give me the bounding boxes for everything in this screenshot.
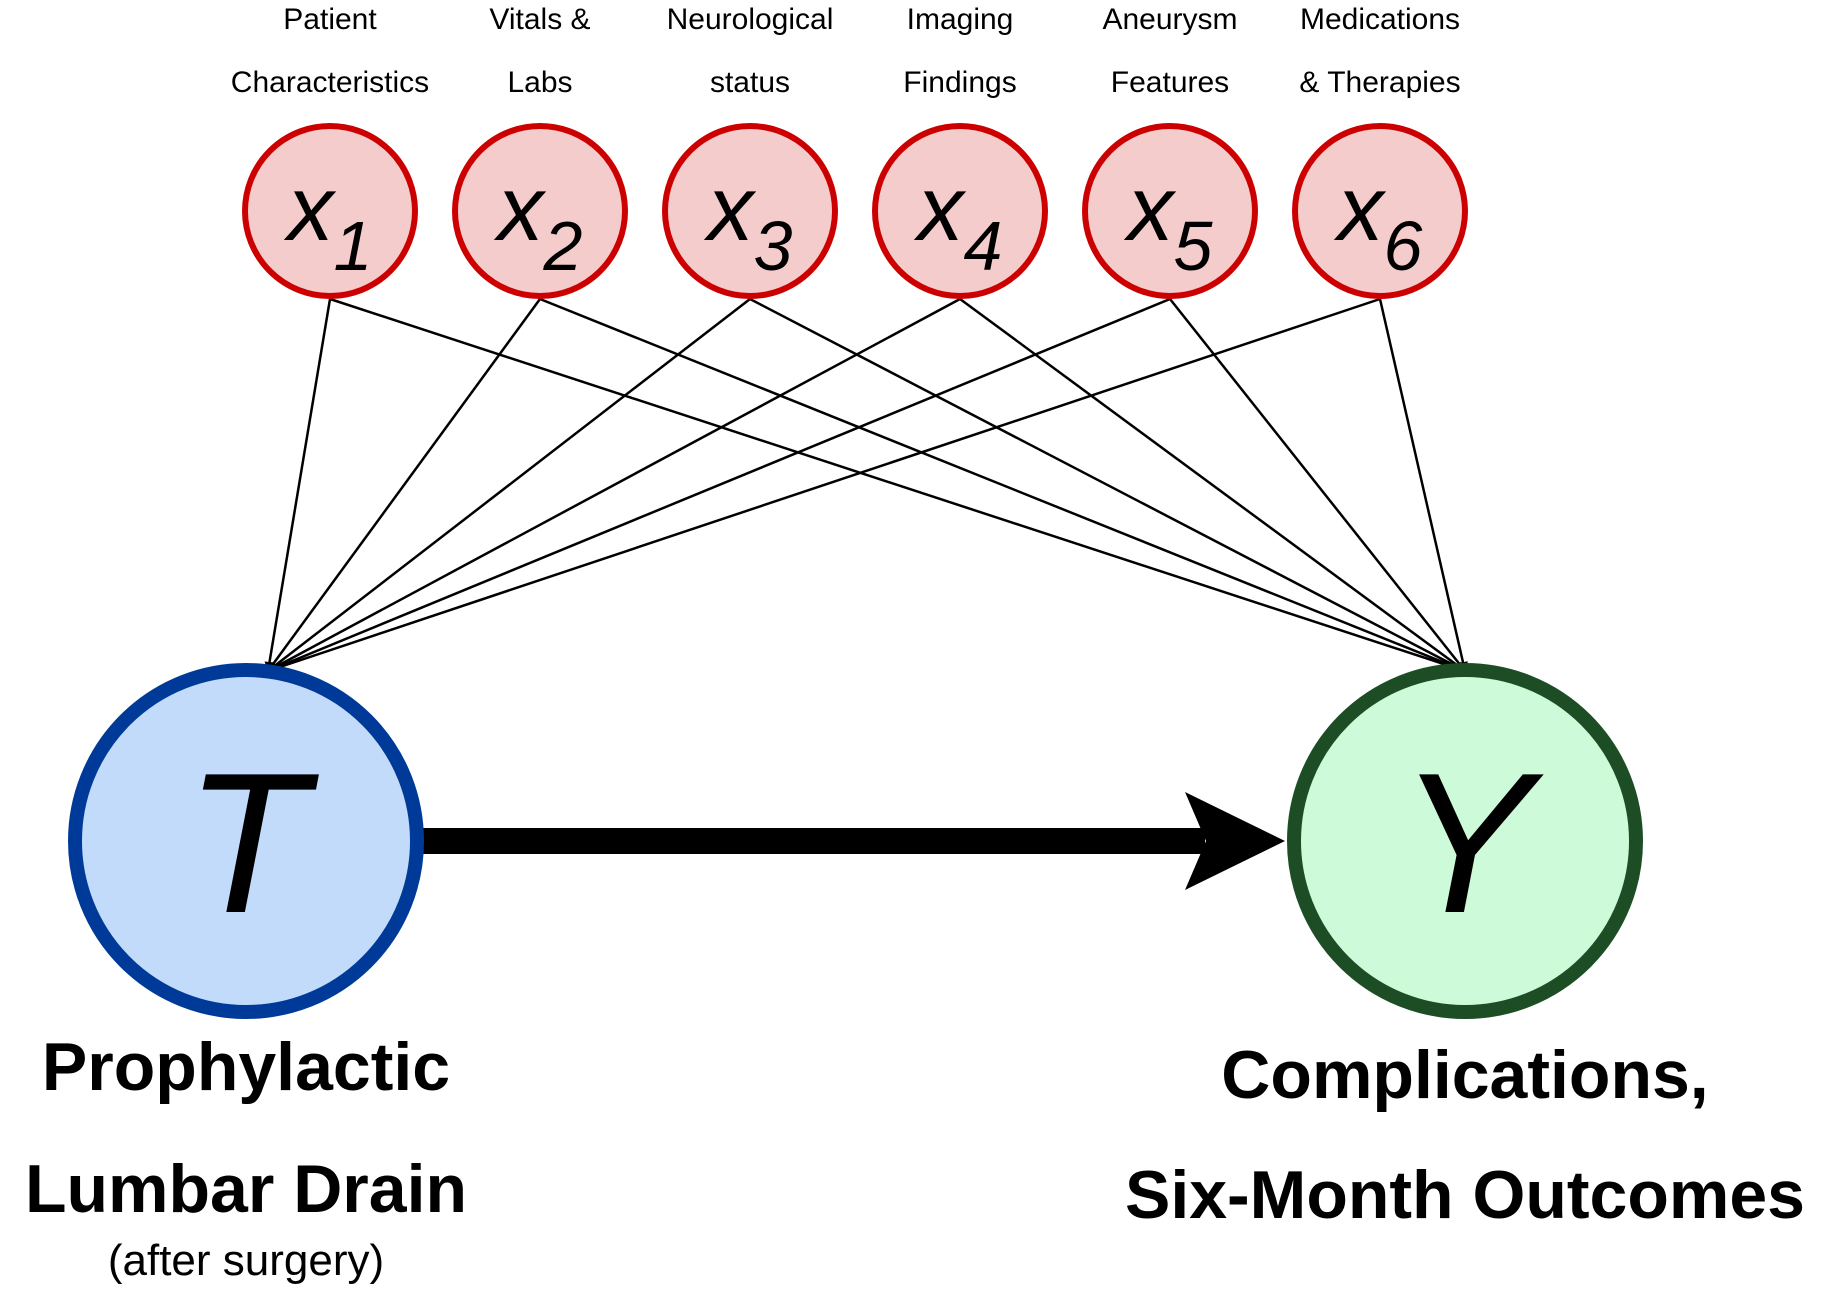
covariate-symbol: x1 bbox=[284, 158, 373, 285]
treatment-node: T Prophylactic Lumbar Drain (after surge… bbox=[25, 663, 467, 1285]
covariate-symbol: x2 bbox=[494, 158, 583, 285]
edge-x2-to-t bbox=[266, 298, 542, 672]
edge-x1-to-t bbox=[264, 298, 332, 672]
covariate-category-line2: Features bbox=[1111, 66, 1229, 99]
outcome-circle bbox=[1287, 663, 1643, 1019]
covariate-category-line1: Patient bbox=[283, 3, 377, 36]
covariate-symbol: x3 bbox=[704, 158, 793, 285]
outcome-label-line1: Complications, bbox=[1221, 1037, 1708, 1113]
covariate-node-x5: Aneurysm Features x5 bbox=[1082, 3, 1258, 299]
covariate-circle bbox=[1082, 123, 1258, 299]
treatment-label-line3: (after surgery) bbox=[108, 1236, 384, 1285]
covariate-circle bbox=[1292, 123, 1468, 299]
edge-x3-to-y bbox=[749, 297, 1466, 673]
covariate-category-line2: Findings bbox=[903, 66, 1016, 99]
covariate-circle bbox=[662, 123, 838, 299]
covariate-category-line1: Medications bbox=[1300, 3, 1460, 36]
edge-x3-to-t bbox=[267, 298, 751, 672]
covariate-edges bbox=[264, 297, 1468, 673]
covariate-circle bbox=[872, 123, 1048, 299]
covariate-symbol: x5 bbox=[1124, 158, 1214, 285]
treatment-symbol: T bbox=[185, 732, 319, 955]
covariate-node-x1: Patient Characteristics x1 bbox=[231, 3, 429, 299]
edge-x6-to-t bbox=[267, 297, 1381, 673]
treatment-label-line1: Prophylactic bbox=[42, 1029, 450, 1105]
covariate-category-line2: status bbox=[710, 66, 790, 99]
covariate-category-line1: Imaging bbox=[907, 3, 1014, 36]
covariate-node-x6: Medications & Therapies x6 bbox=[1292, 3, 1468, 299]
covariate-category-line2: Characteristics bbox=[231, 66, 429, 99]
covariate-category-line1: Aneurysm bbox=[1102, 3, 1237, 36]
covariate-circle bbox=[242, 123, 418, 299]
covariate-category-line2: Labs bbox=[507, 66, 572, 99]
covariate-category-line1: Vitals & bbox=[489, 3, 590, 36]
edge-x1-to-y bbox=[329, 297, 1466, 673]
covariate-symbol: x6 bbox=[1334, 158, 1423, 285]
edge-x4-to-t bbox=[267, 297, 961, 673]
covariate-node-x3: Neurological status x3 bbox=[662, 3, 838, 299]
covariate-circle bbox=[452, 123, 628, 299]
treatment-circle bbox=[68, 663, 424, 1019]
edge-x5-to-y bbox=[1169, 298, 1466, 672]
edge-x2-to-y bbox=[539, 297, 1466, 673]
edge-x6-to-y bbox=[1378, 298, 1468, 672]
treatment-label-line2: Lumbar Drain bbox=[25, 1151, 467, 1227]
outcome-symbol: Y bbox=[1398, 732, 1544, 955]
covariate-symbol: x4 bbox=[914, 158, 1003, 285]
covariate-node-x4: Imaging Findings x4 bbox=[872, 3, 1048, 299]
outcome-node: Y Complications, Six-Month Outcomes bbox=[1125, 663, 1805, 1233]
covariate-category-line2: & Therapies bbox=[1299, 66, 1460, 99]
edge-x4-to-y bbox=[959, 297, 1466, 673]
treatment-to-outcome-arrow bbox=[420, 792, 1285, 890]
covariate-node-x2: Vitals & Labs x2 bbox=[452, 3, 628, 299]
outcome-label-line2: Six-Month Outcomes bbox=[1125, 1157, 1805, 1233]
covariate-category-line1: Neurological bbox=[667, 3, 834, 36]
edge-x5-to-t bbox=[267, 297, 1171, 673]
